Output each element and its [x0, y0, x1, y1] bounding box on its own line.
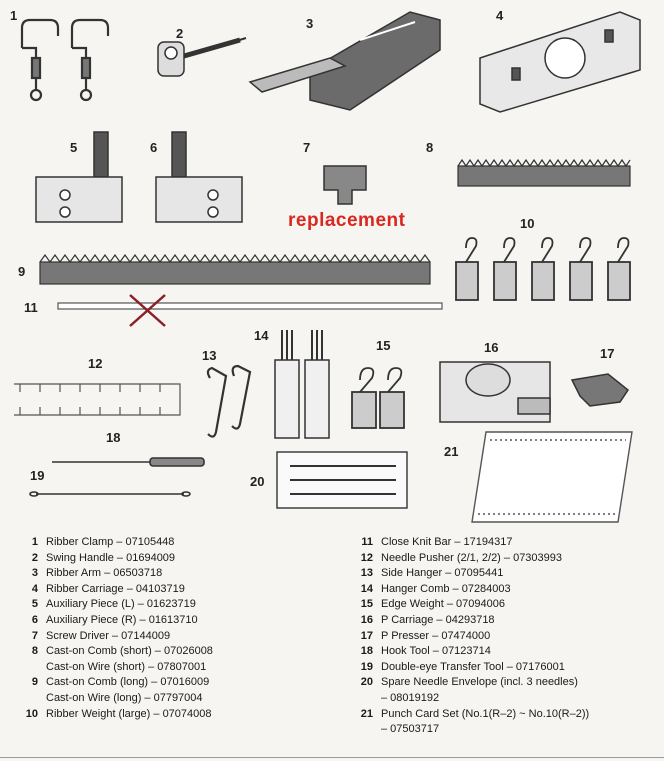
item-number-20: 20	[250, 474, 265, 489]
close-knit-bar-drawing	[57, 302, 443, 310]
punch-card-drawing	[471, 431, 633, 523]
transfer-tool-drawing	[29, 491, 191, 497]
item-number-12: 12	[88, 356, 103, 371]
item-number-6: 6	[150, 140, 158, 155]
item-number-17: 17	[600, 346, 615, 361]
ribber-weight-drawing	[455, 237, 631, 301]
item-number-18: 18	[106, 430, 121, 445]
item-number-11: 11	[24, 300, 38, 315]
item-number-2: 2	[176, 26, 184, 41]
hook-tool-drawing	[52, 457, 205, 467]
item-number-21: 21	[444, 444, 459, 459]
item-number-16: 16	[484, 340, 499, 355]
item-number-19: 19	[30, 468, 45, 483]
auxiliary-piece-drawing	[35, 131, 243, 223]
hanger-comb-drawing	[274, 330, 330, 439]
crossed-out-mark	[129, 294, 166, 327]
list-item: Cast-on Wire (short) – 07807001	[46, 660, 207, 673]
item-number-8: 8	[426, 140, 434, 155]
item-number-9: 9	[18, 264, 26, 279]
item-number-4: 4	[496, 8, 504, 23]
cast-on-comb-short-drawing	[457, 158, 631, 187]
screw-driver-drawing	[323, 165, 367, 205]
item-number-5: 5	[70, 140, 78, 155]
item-number-7: 7	[303, 140, 311, 155]
item-number-10: 10	[520, 216, 535, 231]
needle-envelope-drawing	[276, 451, 408, 509]
item-number-14: 14	[254, 328, 269, 343]
item-number-15: 15	[376, 338, 391, 353]
item-number-3: 3	[306, 16, 314, 31]
ribber-clamp-drawing	[20, 18, 110, 102]
list-item: – 08019192	[381, 691, 440, 704]
item-number-13: 13	[202, 348, 217, 363]
replacement-label: replacement	[288, 210, 406, 231]
cast-on-comb-long-drawing	[39, 253, 431, 285]
p-carriage-drawing	[439, 361, 551, 423]
item-number-1: 1	[10, 8, 18, 23]
side-hanger-drawing	[206, 364, 252, 438]
ribber-carriage-drawing	[479, 11, 641, 113]
edge-weight-drawing	[351, 367, 405, 429]
swing-handle-drawing	[157, 37, 247, 77]
p-presser-drawing	[570, 373, 630, 407]
ribber-arm-drawing	[248, 11, 441, 111]
list-item: – 07503717	[381, 723, 440, 736]
list-item: Cast-on Wire (long) – 07797004	[46, 691, 203, 704]
needle-pusher-drawing	[14, 383, 181, 416]
page-bottom-divider	[0, 757, 664, 758]
